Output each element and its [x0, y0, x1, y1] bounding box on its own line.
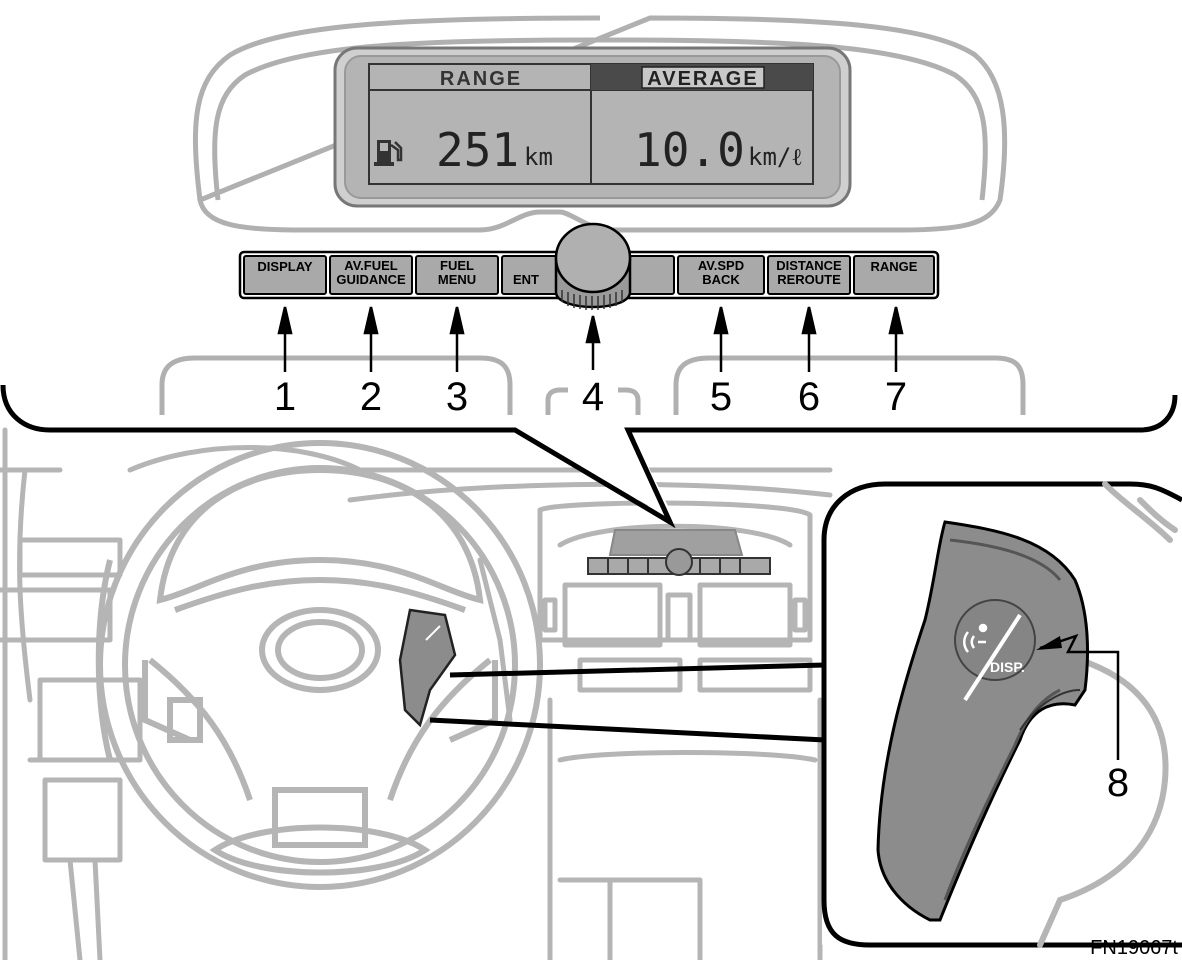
steering-switch-small — [398, 608, 457, 728]
av-fuel-label-line1: AV.FUEL — [344, 258, 398, 273]
av-spd-label-line1: AV.SPD — [698, 258, 744, 273]
lcd-right-value: 10.0 — [634, 123, 745, 177]
range-button-label: RANGE — [871, 259, 918, 274]
callout-number-8: 8 — [1107, 761, 1129, 805]
av-fuel-label-line2: GUIDANCE — [336, 272, 406, 287]
display-button[interactable]: DISPLAY — [243, 255, 327, 295]
steering-wheel — [95, 440, 543, 890]
zoom-bubble: DISP. — [821, 481, 1182, 948]
callout-number-3: 3 — [446, 375, 468, 419]
fuel-menu-label-line2: MENU — [438, 272, 476, 287]
callout-number-4: 4 — [582, 375, 604, 419]
zoom-connector — [429, 662, 826, 743]
ent-button-label: ENT — [513, 272, 539, 287]
display-button-label: DISPLAY — [257, 259, 312, 274]
callout-number-6: 6 — [798, 375, 820, 419]
multi-information-display: RANGE AVERAGE 251 km 10.0 km/ℓ — [333, 46, 852, 208]
lcd-right-header: AVERAGE — [647, 68, 758, 90]
distance-reroute-button[interactable]: DISTANCE REROUTE — [767, 255, 851, 295]
av-spd-label-line2: BACK — [702, 272, 740, 287]
dashboard-background — [0, 427, 833, 960]
steering-switch[interactable] — [876, 520, 1089, 922]
lcd-right-unit: km/ℓ — [748, 143, 803, 171]
lcd-left-header: RANGE — [440, 68, 522, 90]
av-spd-back-button[interactable]: AV.SPD BACK — [677, 255, 765, 295]
callout-number-7: 7 — [885, 375, 907, 419]
distance-label-line2: REROUTE — [777, 272, 841, 287]
distance-label-line1: DISTANCE — [776, 258, 842, 273]
av-fuel-guidance-button[interactable]: AV.FUEL GUIDANCE — [329, 255, 413, 295]
callout-number-5: 5 — [710, 375, 732, 419]
fuel-menu-label-line1: FUEL — [440, 258, 474, 273]
lcd-left-unit: km — [524, 143, 553, 171]
lcd-left-value: 251 — [436, 123, 519, 177]
rotary-knob[interactable] — [554, 222, 632, 310]
figure-code: FN19067t — [1090, 937, 1178, 959]
callout-bubble-outline — [0, 384, 1178, 529]
center-stack-display — [587, 529, 771, 576]
group-brackets — [159, 355, 1026, 415]
range-button[interactable]: RANGE — [853, 255, 935, 295]
switch-disp-label: DISP. — [990, 659, 1025, 675]
fuel-menu-button[interactable]: FUEL MENU — [415, 255, 499, 295]
callout-arrows — [277, 306, 904, 372]
callout-number-2: 2 — [360, 375, 382, 419]
callout-number-1: 1 — [274, 375, 296, 419]
voice-command-icon — [963, 623, 988, 653]
meter-hood — [192, 15, 1008, 233]
control-button-strip: DISPLAY AV.FUEL GUIDANCE FUEL MENU ENT A… — [238, 222, 940, 310]
fuel-pump-icon — [374, 140, 403, 166]
